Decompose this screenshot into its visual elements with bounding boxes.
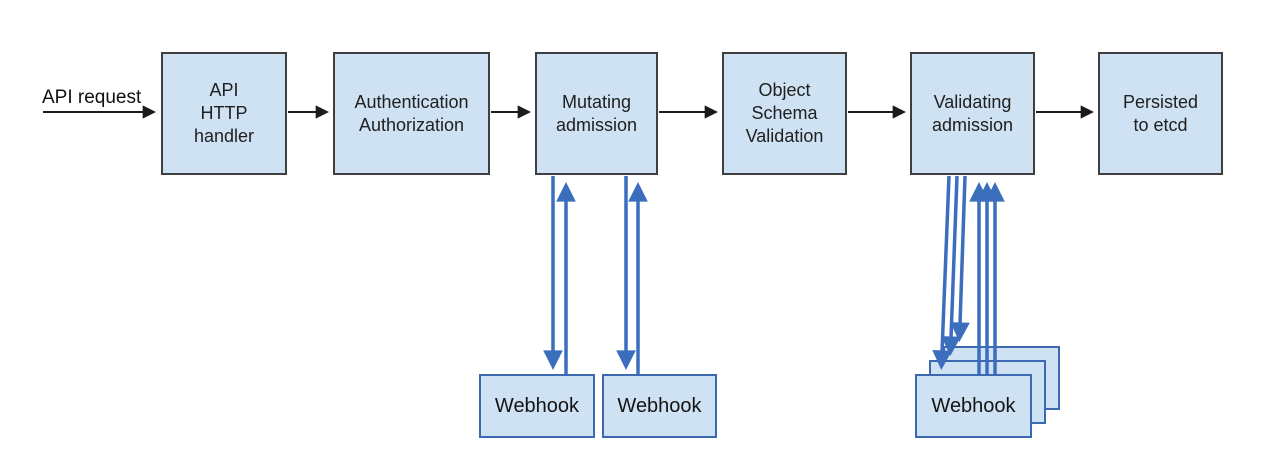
pipeline-box-validating-admission: Validating admission [910, 52, 1035, 175]
pipeline-box-object-schema-validation: Object Schema Validation [722, 52, 847, 175]
api-request-label: API request [42, 87, 142, 108]
mutating-webhook-box-1: Webhook [479, 374, 595, 438]
mutating-webhook-box-2: Webhook [602, 374, 717, 438]
validating-webhook-box-front: Webhook [915, 374, 1032, 438]
pipeline-box-persisted-to-etcd: Persisted to etcd [1098, 52, 1223, 175]
arrow-validating-webhook-down-3 [950, 175, 970, 343]
pipeline-box-api-http-handler: API HTTP handler [161, 52, 287, 175]
pipeline-box-authentication-authorization: Authentication Authorization [333, 52, 490, 175]
pipeline-box-mutating-admission: Mutating admission [535, 52, 658, 175]
arrow-validating-webhook-down-1 [932, 175, 952, 371]
arrow-validating-webhook-down-2 [941, 175, 961, 357]
